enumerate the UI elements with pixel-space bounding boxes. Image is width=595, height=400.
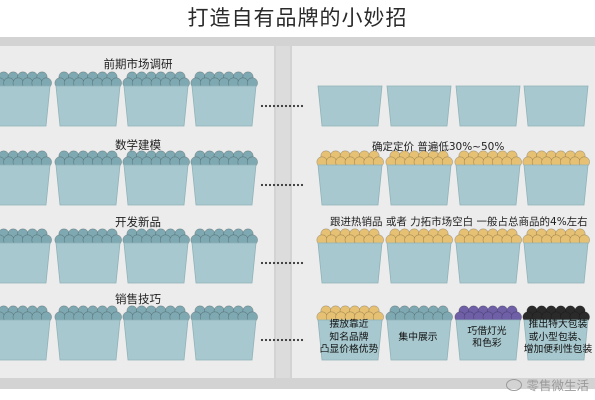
connector-dot-r2 [296, 261, 300, 265]
connector-dot-r2 [268, 261, 272, 265]
row-label-modeling: 数学建模 [115, 138, 161, 152]
connector-dot-r0 [272, 104, 276, 108]
basket-right-r1-c1 [385, 150, 453, 206]
connector-dot-r1 [272, 183, 276, 187]
basket-left-r1-c2 [122, 150, 190, 206]
row-label-sales-tips: 销售技巧 [115, 292, 161, 306]
watermark-text: 零售微生活 [526, 378, 589, 393]
connector-dot-r3 [296, 338, 300, 342]
pricing-note: 确定定价 普遍低30%~50% [372, 141, 505, 153]
connector-dot-r2 [260, 261, 264, 265]
basket-right-r3-c0 [316, 305, 384, 361]
connector-dot-r2 [292, 261, 296, 265]
wechat-icon [506, 378, 523, 391]
connector-dot-r3 [300, 338, 304, 342]
connector-dot-r0 [300, 104, 304, 108]
tip-focused-display: 集中展示 [398, 331, 438, 343]
connector-dot-r1 [292, 183, 296, 187]
basket-left-r0-c1 [54, 71, 122, 127]
new-product-note: 跟进热销品 或者 力拓市场空白 一般占总商品的4%左右 [330, 216, 588, 228]
connector-dot-r1 [268, 183, 272, 187]
basket-right-r0-c1 [386, 85, 452, 127]
connector-dot-r0 [292, 104, 296, 108]
basket-left-r2-c1 [54, 228, 122, 284]
basket-right-r2-c2 [454, 228, 522, 284]
basket-left-r1-c1 [54, 150, 122, 206]
basket-right-r3-c1 [385, 305, 453, 361]
connector-dot-r1 [288, 183, 292, 187]
connector-dot-r1 [276, 183, 280, 187]
connector-dot-r0 [260, 104, 264, 108]
connector-dot-r2 [284, 261, 288, 265]
connector-dot-r0 [268, 104, 272, 108]
connector-dot-r0 [284, 104, 288, 108]
connector-dot-r0 [276, 104, 280, 108]
basket-right-r2-c1 [385, 228, 453, 284]
connector-dot-r3 [264, 338, 268, 342]
connector-dot-r0 [288, 104, 292, 108]
page-title: 打造自有品牌的小妙招 [187, 6, 408, 30]
basket-left-r3-c0 [0, 305, 52, 361]
basket-left-r2-c0 [0, 228, 52, 284]
row-label-research: 前期市场调研 [103, 57, 173, 71]
basket-left-r2-c2 [122, 228, 190, 284]
connector-dot-r3 [280, 338, 284, 342]
connector-dot-r3 [284, 338, 288, 342]
watermark: 零售微生活 [506, 375, 589, 394]
connector-dot-r2 [280, 261, 284, 265]
connector-dot-r2 [264, 261, 268, 265]
connector-dot-r3 [260, 338, 264, 342]
basket-left-r3-c2 [122, 305, 190, 361]
connector-dot-r0 [280, 104, 284, 108]
basket-right-r0-c0 [317, 85, 383, 127]
connector-dot-r3 [272, 338, 276, 342]
connector-dot-r3 [268, 338, 272, 342]
basket-left-r1-c0 [0, 150, 52, 206]
panel-divider [276, 46, 290, 378]
connector-dot-r2 [276, 261, 280, 265]
basket-right-r0-c3 [523, 85, 589, 127]
connector-dot-r1 [300, 183, 304, 187]
basket-right-r2-c3 [522, 228, 590, 284]
tip-packaging: 推出特大包装 或小型包装、 增加便利性包装 [523, 319, 593, 356]
row-label-new-products: 开发新品 [115, 215, 161, 229]
basket-left-r2-c3 [190, 228, 258, 284]
connector-dot-r1 [260, 183, 264, 187]
basket-right-r1-c3 [522, 150, 590, 206]
basket-left-r0-c3 [190, 71, 258, 127]
basket-right-r0-c2 [455, 85, 521, 127]
connector-dot-r3 [288, 338, 292, 342]
basket-left-r0-c2 [122, 71, 190, 127]
basket-right-r3-c3 [522, 305, 590, 361]
basket-left-r0-c0 [0, 71, 52, 127]
basket-right-r3-c2 [454, 305, 522, 361]
basket-left-r3-c1 [54, 305, 122, 361]
connector-dot-r2 [272, 261, 276, 265]
connector-dot-r3 [276, 338, 280, 342]
connector-dot-r1 [296, 183, 300, 187]
connector-dot-r3 [292, 338, 296, 342]
connector-dot-r0 [296, 104, 300, 108]
connector-dot-r1 [284, 183, 288, 187]
basket-right-r1-c0 [316, 150, 384, 206]
basket-left-r3-c3 [190, 305, 258, 361]
connector-dot-r1 [280, 183, 284, 187]
basket-right-r2-c0 [316, 228, 384, 284]
basket-left-r1-c3 [190, 150, 258, 206]
connector-dot-r1 [264, 183, 268, 187]
connector-dot-r2 [300, 261, 304, 265]
connector-dot-r2 [288, 261, 292, 265]
basket-right-r1-c2 [454, 150, 522, 206]
tip-lighting-color: 巧借灯光 和色彩 [467, 325, 507, 350]
connector-dot-r0 [264, 104, 268, 108]
tip-near-brands: 摆放靠近 知名品牌 凸显价格优势 [319, 319, 379, 356]
